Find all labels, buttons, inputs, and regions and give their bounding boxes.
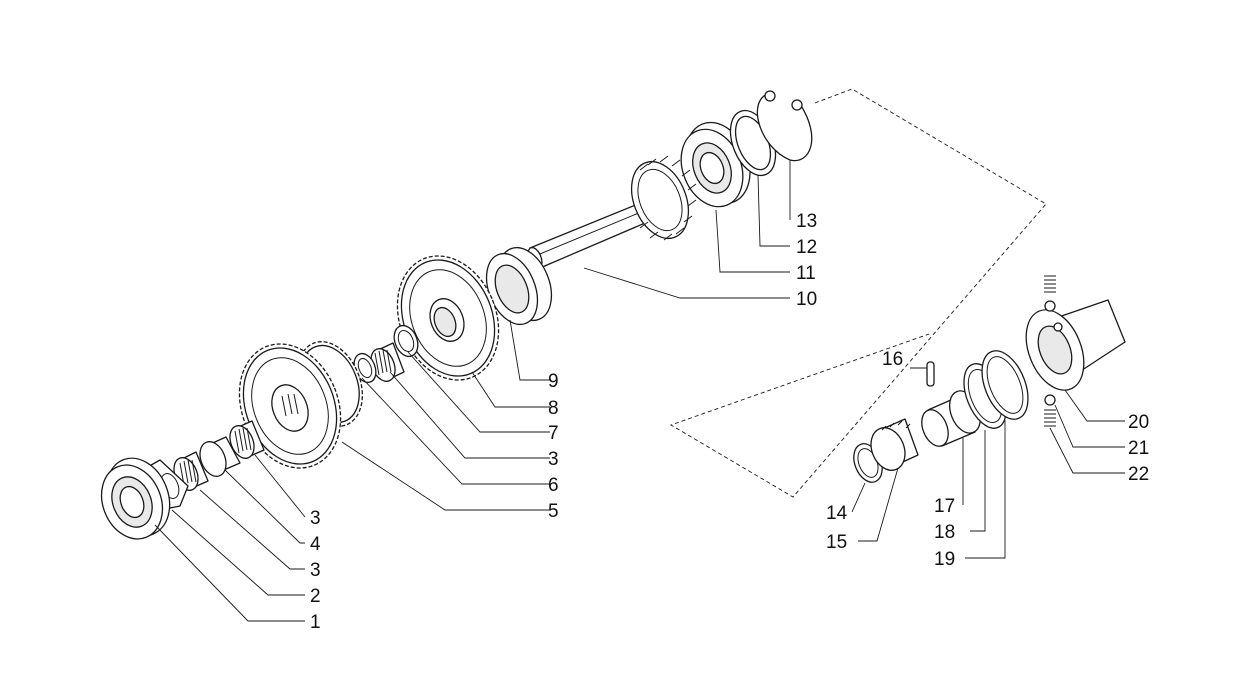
part-7-spacer (393, 324, 419, 358)
part-19-ring (981, 350, 1029, 420)
callout-22: 22 (1128, 464, 1149, 485)
callout-9: 9 (548, 371, 559, 392)
callout-1: 1 (310, 612, 321, 633)
callout-8: 8 (548, 398, 559, 419)
part-4-bushing (199, 436, 241, 477)
callout-20: 20 (1128, 412, 1149, 433)
callout-19: 19 (934, 549, 955, 570)
callout-13: 13 (796, 211, 817, 232)
part-16-pin (926, 361, 935, 387)
part-15-spline-coupling (870, 418, 919, 471)
shaft-helical-gear (630, 155, 697, 241)
callout-16: 16 (882, 349, 903, 370)
callout-3-lower: 3 (310, 560, 321, 581)
callout-6: 6 (548, 475, 559, 496)
assembly-dashed-outline (669, 88, 1047, 498)
part-3-needle-bearing-upper (370, 342, 405, 382)
callout-11: 11 (796, 263, 816, 284)
part-9-sleeve (485, 246, 553, 326)
part-20-coupler-body (1025, 299, 1126, 391)
callout-2: 2 (310, 586, 321, 607)
part-8-gear (396, 255, 500, 381)
callout-14: 14 (826, 503, 848, 524)
part-22-spring (1044, 409, 1056, 427)
callout-15: 15 (826, 532, 847, 553)
part-1-bearing (100, 457, 171, 540)
callout-21: 21 (1128, 438, 1149, 459)
part-21-ball-upper (1044, 300, 1056, 312)
part-5-double-gear (238, 341, 363, 469)
callout-18: 18 (934, 522, 955, 543)
part-10-shaft (527, 201, 653, 270)
leader-lines (154, 160, 1125, 622)
callout-10: 10 (796, 289, 817, 310)
callout-12: 12 (796, 237, 817, 258)
callout-4: 4 (310, 534, 321, 555)
part-13-circlip (756, 90, 813, 162)
callout-3-mid: 3 (310, 508, 321, 529)
callout-5: 5 (548, 501, 559, 522)
callout-labels: 1 2 3 4 3 5 6 3 7 8 9 10 11 12 13 14 15 … (310, 211, 1149, 633)
callout-17: 17 (934, 496, 955, 517)
part-22-spring-upper (1044, 275, 1056, 293)
callout-3-upper: 3 (548, 449, 559, 470)
part-3-needle-bearing-mid (229, 420, 265, 459)
callout-7: 7 (548, 423, 559, 444)
part-21-ball (1044, 394, 1056, 406)
